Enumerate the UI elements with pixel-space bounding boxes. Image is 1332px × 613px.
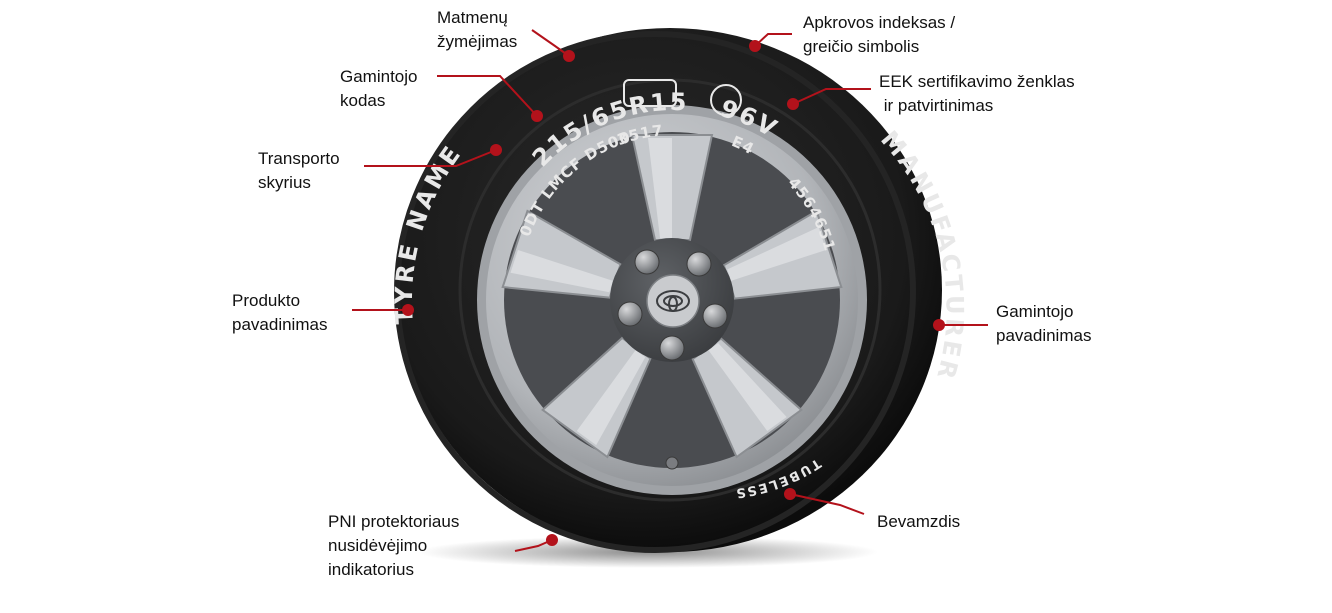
- dot-ece-mark: [787, 98, 799, 110]
- spokes: [501, 134, 843, 459]
- dot-wear-indicator: [546, 534, 558, 546]
- callout-text: PNI protektoriaus: [328, 512, 460, 531]
- dot-manufacturer-code: [531, 110, 543, 122]
- callout-load-speed: Apkrovos indeksas / greičio simbolis: [803, 11, 955, 59]
- callout-transport-dept: Transporto skyrius: [258, 147, 340, 195]
- callout-text: pavadinimas: [996, 326, 1092, 345]
- toyota-logo-icon: [656, 290, 690, 312]
- dot-product-name: [402, 304, 414, 316]
- valve-stem-icon: [665, 456, 679, 470]
- leader-tubeless: [789, 493, 865, 515]
- lug-nut: [617, 301, 643, 327]
- dot-dimensions: [563, 50, 575, 62]
- callout-text: žymėjimas: [437, 32, 518, 51]
- leader-dimensions: [531, 29, 570, 57]
- center-cap: [646, 274, 700, 328]
- callout-dimensions: Matmenų žymėjimas: [437, 6, 517, 54]
- lug-nut: [686, 251, 712, 277]
- callout-text: indikatorius: [328, 560, 414, 579]
- lug-nut: [634, 249, 660, 275]
- dot-load-speed: [749, 40, 761, 52]
- callout-text: Transporto: [258, 149, 340, 168]
- callout-manufacturer-name: Gamintojo pavadinimas: [996, 300, 1091, 348]
- leader-manufacturer-code: [437, 75, 538, 117]
- date-code-box: [623, 79, 677, 107]
- callout-dots: [402, 40, 945, 546]
- callout-text: skyrius: [258, 173, 311, 192]
- dot-tubeless: [784, 488, 796, 500]
- callout-manufacturer-code: Gamintojo kodas: [340, 65, 417, 113]
- callout-text: Apkrovos indeksas /: [803, 13, 956, 32]
- leader-ece-mark: [792, 88, 871, 105]
- lug-nut: [702, 303, 728, 329]
- dot-manufacturer-name: [933, 319, 945, 331]
- e-mark-circle: [710, 84, 742, 116]
- callout-lines: [352, 29, 988, 552]
- leader-transport-dept: [364, 149, 497, 167]
- lug-nuts: [617, 249, 728, 361]
- callout-product-name: Produkto pavadinimas: [232, 289, 327, 337]
- callout-wear-indicator: PNI protektoriaus nusidėvėjimo indikator…: [328, 510, 459, 582]
- lug-nut: [659, 335, 685, 361]
- callout-tubeless: Bevamzdis: [877, 510, 960, 534]
- callout-ece-mark: EEK sertifikavimo ženklas ir patvirtinim…: [879, 70, 1075, 118]
- callout-text: Bevamzdis: [877, 512, 961, 531]
- callout-text: Produkto: [232, 291, 301, 310]
- callout-text: pavadinimas: [232, 315, 328, 334]
- callout-text: greičio simbolis: [803, 37, 920, 56]
- callout-text: kodas: [340, 91, 386, 110]
- callout-text: Matmenų: [437, 8, 508, 27]
- callout-text: Gamintojo: [996, 302, 1074, 321]
- callout-text: nusidėvėjimo: [328, 536, 428, 555]
- callout-text: ir patvirtinimas: [879, 96, 994, 115]
- callout-text: EEK sertifikavimo ženklas: [879, 72, 1075, 91]
- tyre-tread-edge: [394, 31, 916, 553]
- dot-transport-dept: [490, 144, 502, 156]
- callout-text: Gamintojo: [340, 67, 418, 86]
